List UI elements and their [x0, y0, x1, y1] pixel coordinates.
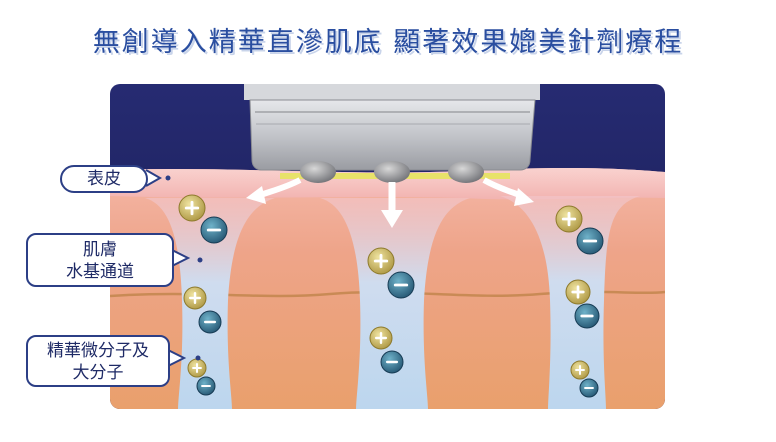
particles-label-line2: 大分子	[72, 363, 124, 383]
plus-ion-icon	[367, 247, 395, 275]
minus-ion-icon	[198, 310, 222, 334]
minus-ion-icon	[576, 227, 604, 255]
arrow-icon	[482, 177, 534, 206]
pointer-dot	[165, 175, 171, 181]
plus-ion-icon	[178, 194, 206, 222]
pointer-dot	[195, 355, 201, 361]
arrow-icon	[246, 177, 302, 204]
minus-ion-icon	[196, 376, 216, 396]
roller-ball-icon	[374, 161, 410, 183]
epidermis-label-text: 表皮	[87, 169, 121, 189]
minus-ion-icon	[387, 271, 415, 299]
water-channel-right	[500, 196, 640, 409]
water-channel-label-line2: 水基通道	[66, 262, 134, 282]
water-channel-center	[320, 198, 470, 409]
minus-ion-icon	[380, 350, 404, 374]
roller-ball-icon	[300, 161, 336, 183]
epidermis-layer	[110, 168, 665, 200]
water-channel-label: 肌膚 水基通道	[26, 233, 174, 287]
plus-ion-icon	[555, 205, 583, 233]
plus-ion-icon	[570, 360, 590, 380]
water-channel-label-line1: 肌膚	[83, 240, 117, 260]
minus-ion-icon	[579, 378, 599, 398]
particles-label: 精華微分子及 大分子	[26, 335, 170, 387]
pointer-dot	[197, 257, 203, 263]
particles-label-line1: 精華微分子及	[47, 341, 149, 361]
arrow-icon	[381, 182, 403, 228]
callout-pointer	[171, 249, 191, 267]
callout-pointer	[167, 349, 187, 367]
minus-ion-icon	[574, 303, 600, 329]
device-head-icon	[244, 84, 540, 183]
epidermis-label: 表皮	[60, 165, 148, 193]
minus-ion-icon	[200, 216, 228, 244]
plus-ion-icon	[187, 358, 207, 378]
plus-ion-icon	[183, 286, 207, 310]
ion-particles	[178, 194, 604, 398]
plus-ion-icon	[369, 326, 393, 350]
plus-ion-icon	[565, 279, 591, 305]
roller-ball-icon	[448, 161, 484, 183]
callout-pointer	[145, 169, 163, 187]
water-channel-left	[145, 198, 275, 409]
page-title: 無創導入精華直滲肌底 顯著效果媲美針劑療程	[92, 27, 684, 58]
